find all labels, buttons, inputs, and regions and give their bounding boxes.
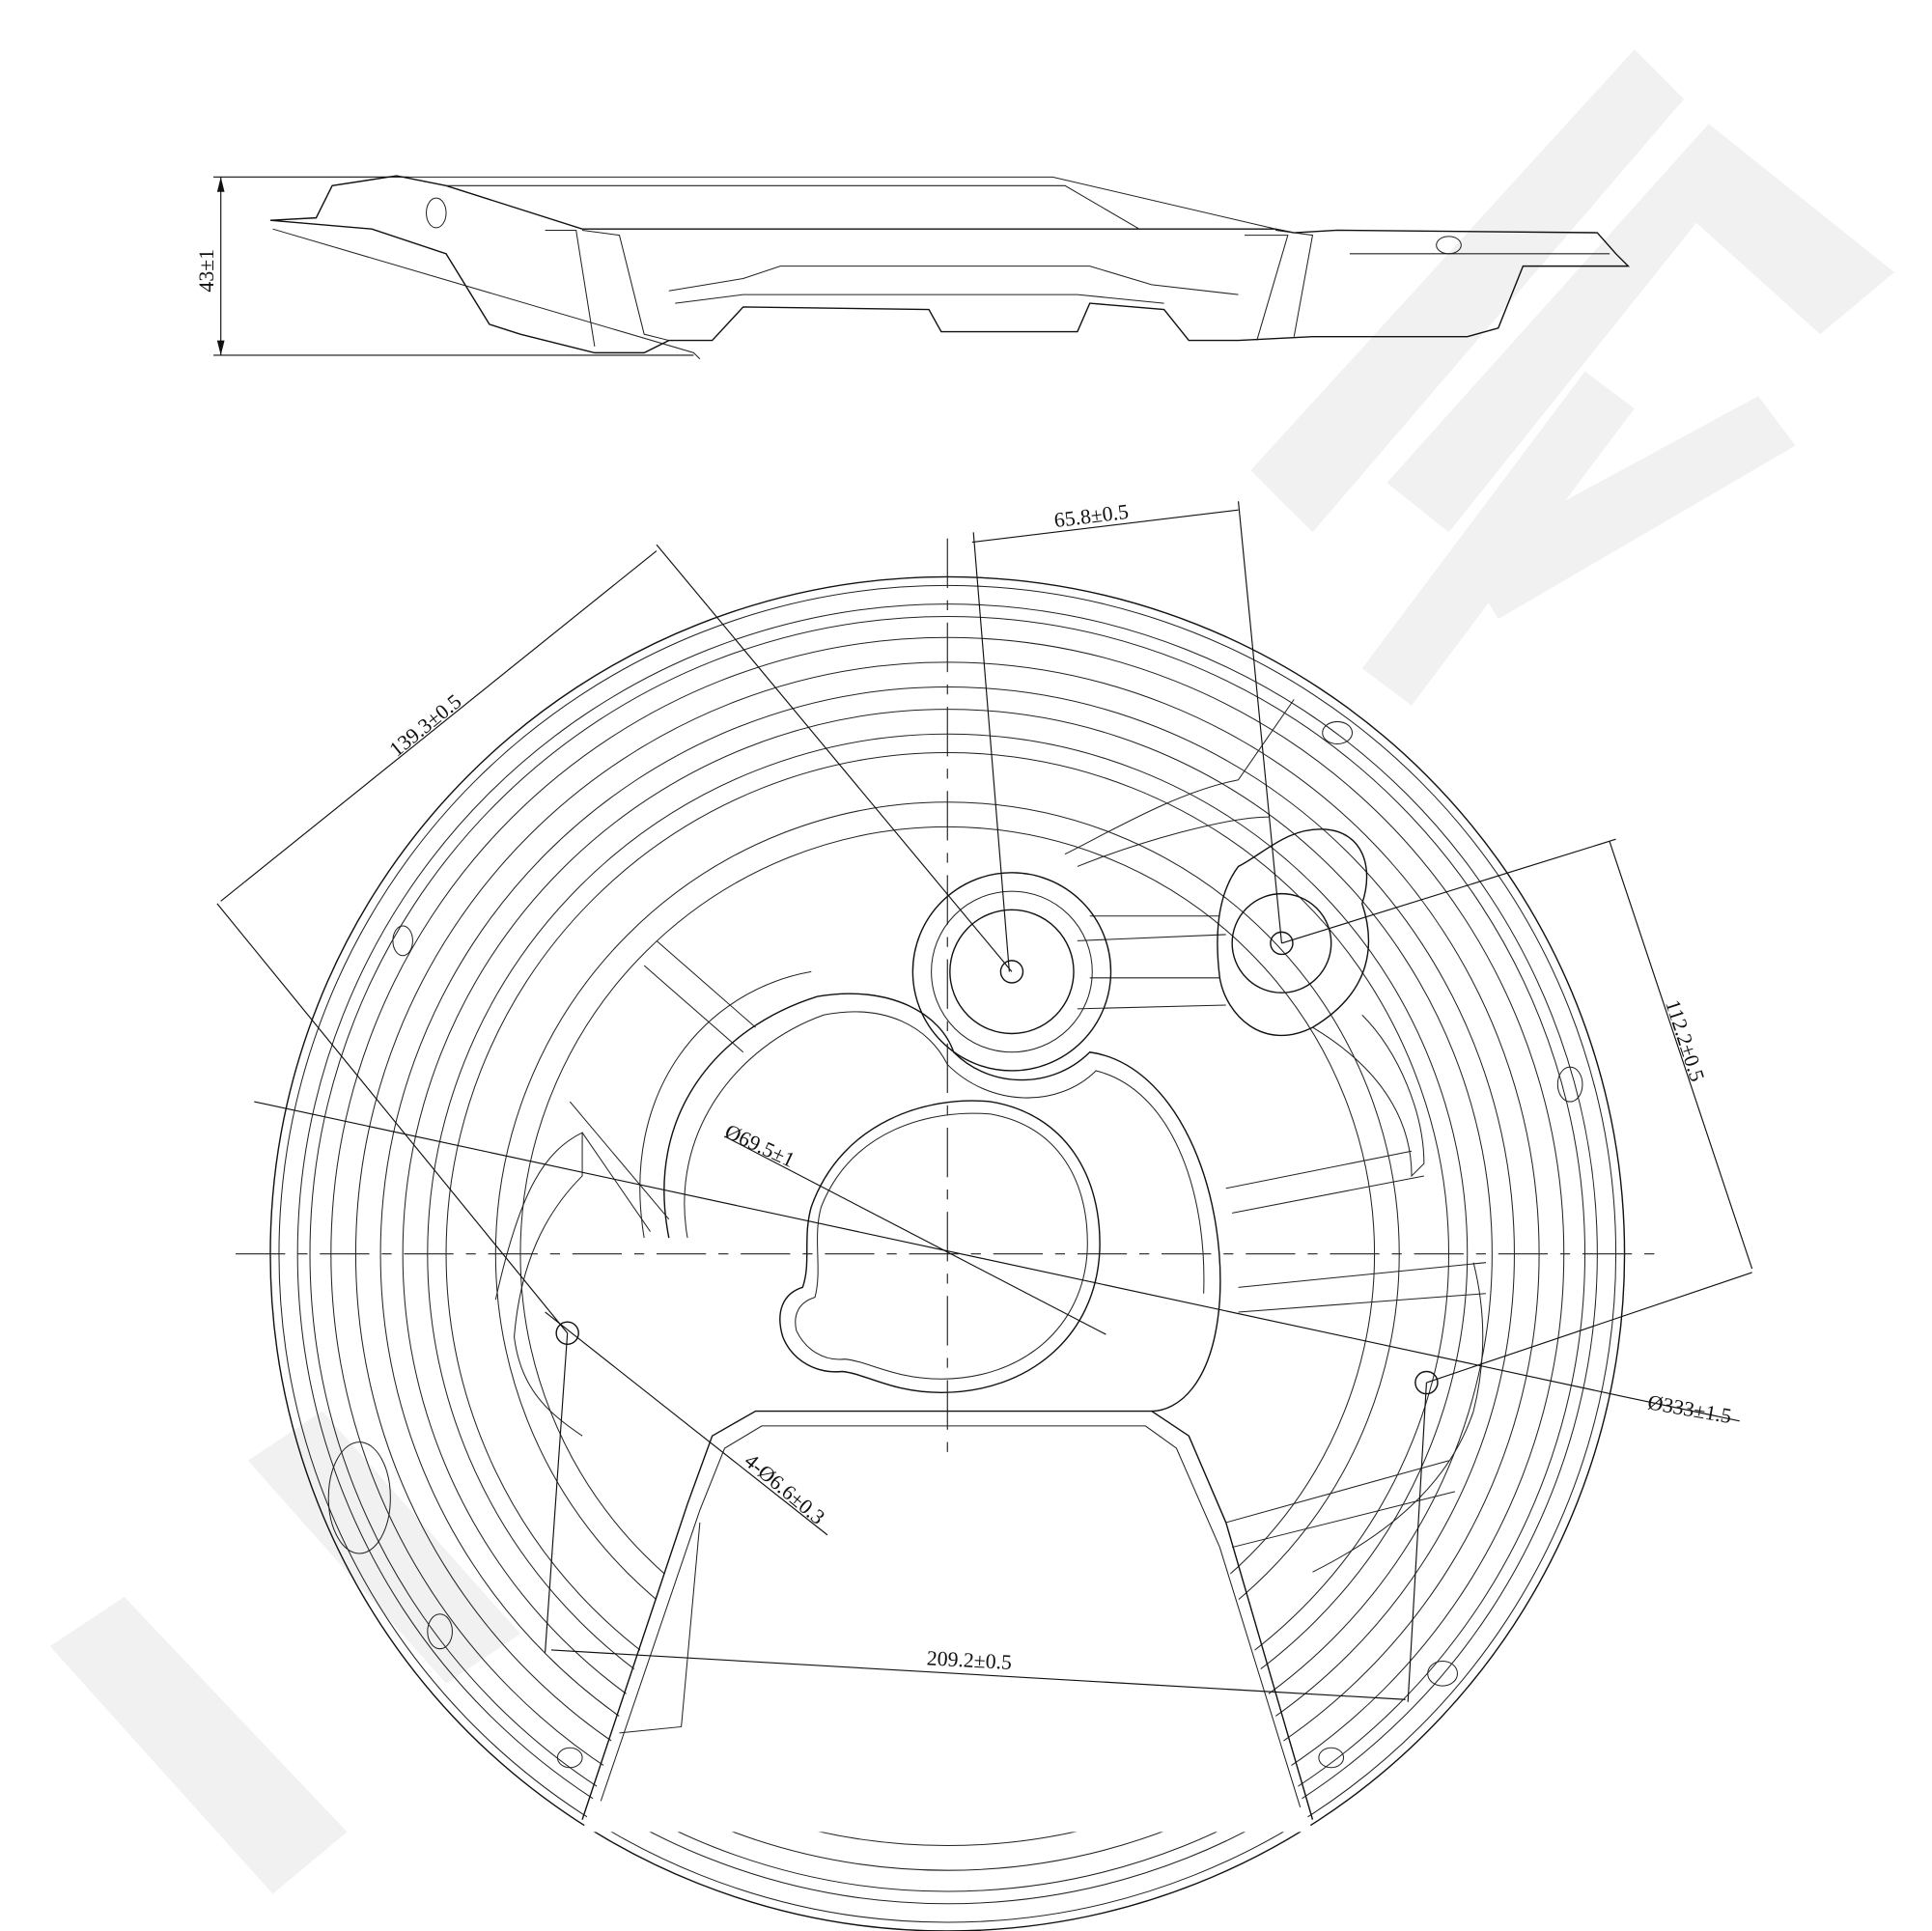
diagonal-2-label: 112.2±0.5 — [1661, 997, 1709, 1085]
diagonal-1-label: 139.3±0.5 — [385, 689, 466, 761]
watermark-logo — [49, 49, 1895, 1894]
holes-label: 4-Ø6.6±0.3 — [741, 1449, 829, 1529]
bolt-spacing-top-label: 65.8±0.5 — [1052, 500, 1130, 532]
height-dimension-label: 43±1 — [195, 249, 218, 293]
bottom-spacing-label: 209.2±0.5 — [926, 1646, 1012, 1674]
outer-diameter-label: Ø333±1.5 — [1646, 1390, 1734, 1428]
side-view — [269, 175, 1631, 360]
height-dimension: 43±1 — [195, 176, 694, 356]
center-bore-label: Ø69.5±1 — [721, 1120, 798, 1172]
plan-view — [236, 538, 1666, 1931]
mounting-tabs — [327, 720, 1583, 1769]
